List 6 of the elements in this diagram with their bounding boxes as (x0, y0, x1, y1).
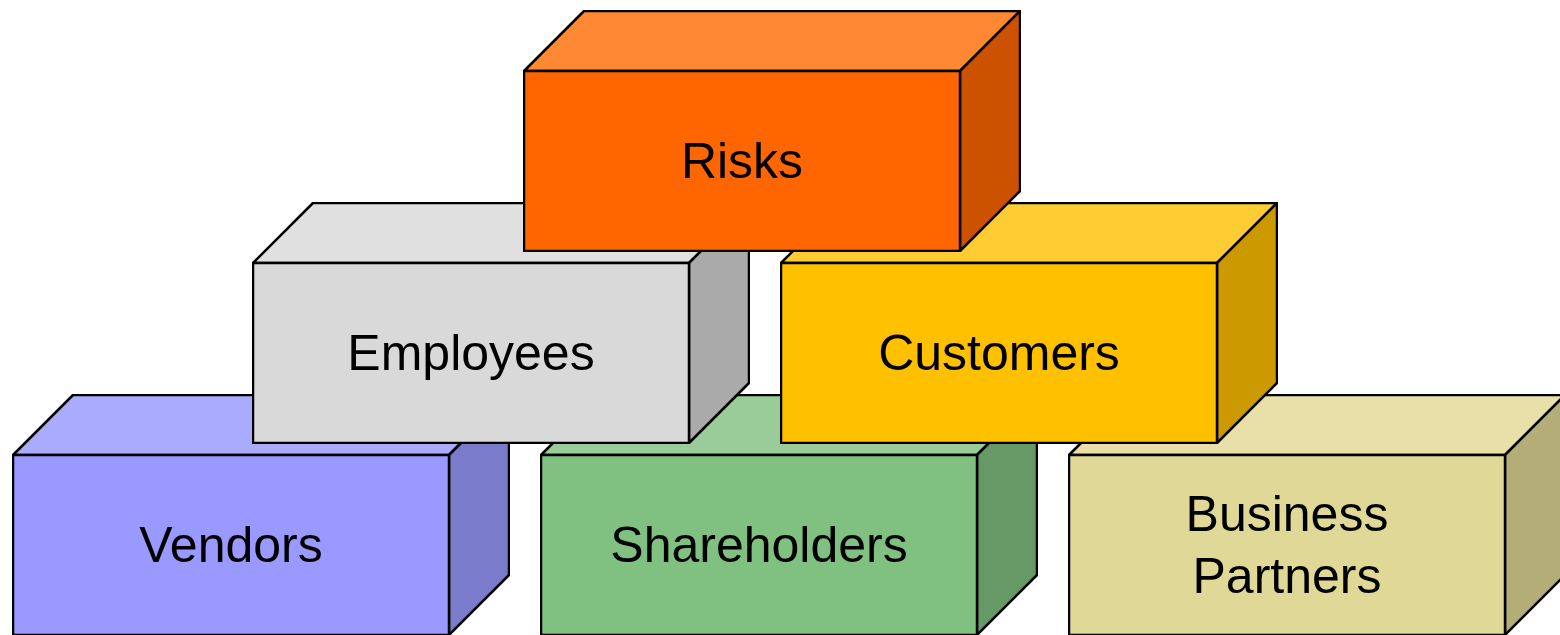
block-label: Shareholders (610, 515, 908, 575)
block-label: Business Partners (1184, 484, 1390, 606)
block-label: Employees (347, 323, 595, 383)
block-label: Vendors (139, 515, 323, 575)
block-label: Risks (680, 131, 804, 191)
block-label: Customers (878, 323, 1120, 383)
